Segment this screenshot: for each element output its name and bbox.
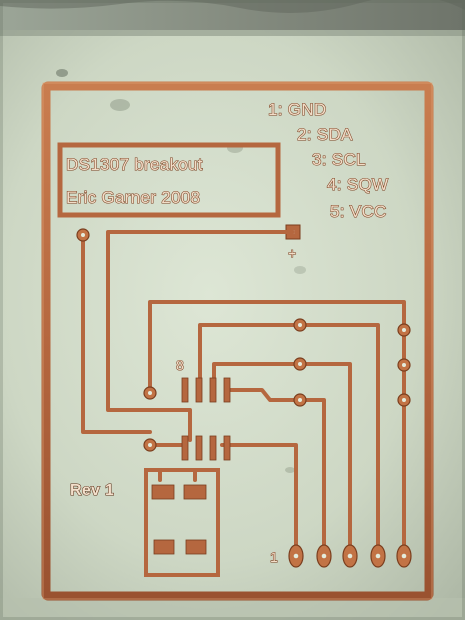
pin-legend-item: 1: GND — [268, 100, 326, 119]
substrate-smudge — [294, 266, 306, 274]
substrate-smudge — [56, 69, 68, 77]
pin-legend-item: 5: VCC — [330, 202, 387, 221]
pads — [76, 228, 411, 452]
pin-legend: 1: GND 2: SDA 3: SCL 4: SQW 5: VCC — [267, 99, 388, 221]
crystal-pad — [151, 484, 175, 500]
revision-label: Rev 1 — [70, 482, 114, 499]
header-pad-holes — [293, 553, 407, 559]
title-box — [57, 142, 281, 218]
crystal-pad — [183, 484, 207, 500]
pin-legend-item: 4: SQW — [327, 175, 388, 194]
crystal-pad — [153, 539, 175, 555]
copper-border-highlight — [42, 82, 433, 600]
copper-border — [41, 81, 434, 601]
ic-pin-label: 8 — [176, 357, 184, 373]
pad-holes — [81, 233, 406, 447]
crystal-pad — [185, 539, 207, 555]
battery-plus-label: + — [288, 245, 296, 261]
pin-one-marker: 1 — [270, 549, 278, 565]
crystal-outline — [144, 468, 220, 577]
board-author: Eric Garner 2008 — [66, 188, 200, 207]
substrate-smudge — [285, 467, 295, 473]
pin-legend-item: 2: SDA — [297, 125, 353, 144]
background-top-texture — [0, 0, 465, 13]
pcb-substrate-edge-shadow — [0, 30, 465, 36]
pin-legend-item: 3: SCL — [312, 150, 366, 169]
substrate-smudge — [110, 99, 130, 111]
board-title: DS1307 breakout — [66, 155, 203, 174]
copper-traces — [81, 230, 406, 557]
substrate-bottom-band — [0, 598, 465, 620]
ic-footprint — [181, 377, 231, 461]
